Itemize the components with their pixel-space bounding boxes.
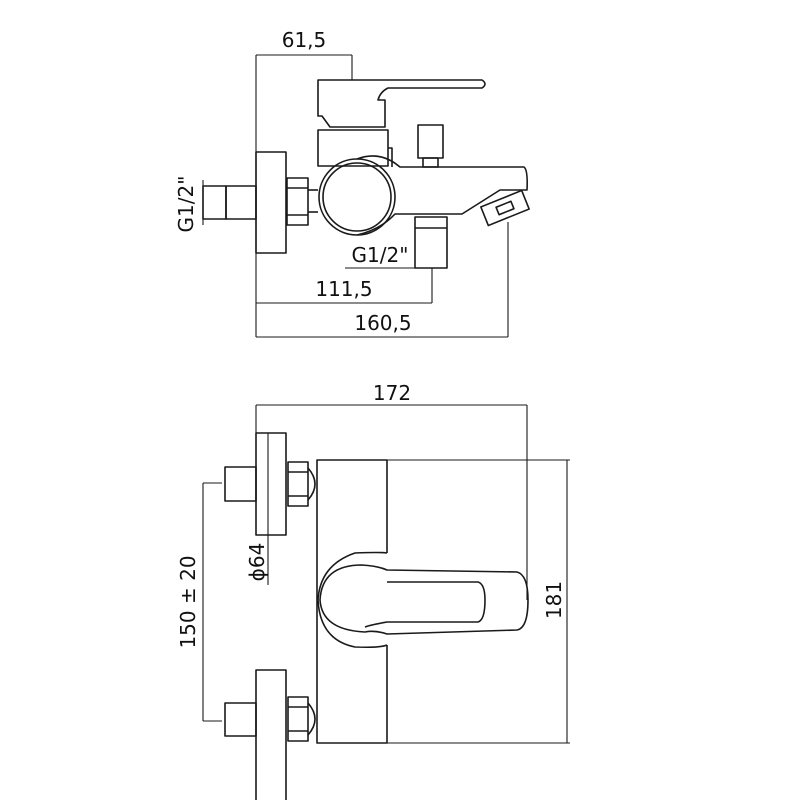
lever-front	[319, 564, 529, 635]
aerator	[480, 189, 530, 227]
dim-g12-inlet: G1/2"	[174, 176, 198, 233]
dim-61-5: 61,5	[282, 28, 327, 52]
dim-150-20: 150 ± 20	[176, 555, 200, 648]
dim-g12-outlet: G1/2"	[352, 243, 409, 267]
front-view: 172 ϕ64 150 ± 20 181	[176, 381, 570, 800]
upper-inlet	[224, 432, 316, 536]
mixer-body	[316, 459, 388, 744]
lever-handle	[317, 79, 486, 167]
side-view: 61,5 G1/2" G1/2" 111,5 160,5	[174, 28, 530, 338]
dimension-lines-side	[202, 54, 509, 338]
dim-111-5: 111,5	[315, 277, 372, 301]
mixer-body-circle	[318, 158, 396, 236]
lower-inlet	[224, 669, 316, 800]
connector-nut	[286, 177, 318, 226]
dim-172: 172	[373, 381, 411, 405]
wall-pipe	[202, 185, 257, 220]
spout	[356, 147, 528, 236]
dim-181: 181	[542, 581, 566, 619]
diverter-knob	[417, 124, 444, 168]
dimension-lines-front	[202, 404, 570, 744]
dim-160-5: 160,5	[354, 311, 411, 335]
wall-flange	[255, 151, 287, 254]
bath-outlet	[414, 216, 448, 269]
dim-phi-64: ϕ64	[245, 543, 269, 582]
